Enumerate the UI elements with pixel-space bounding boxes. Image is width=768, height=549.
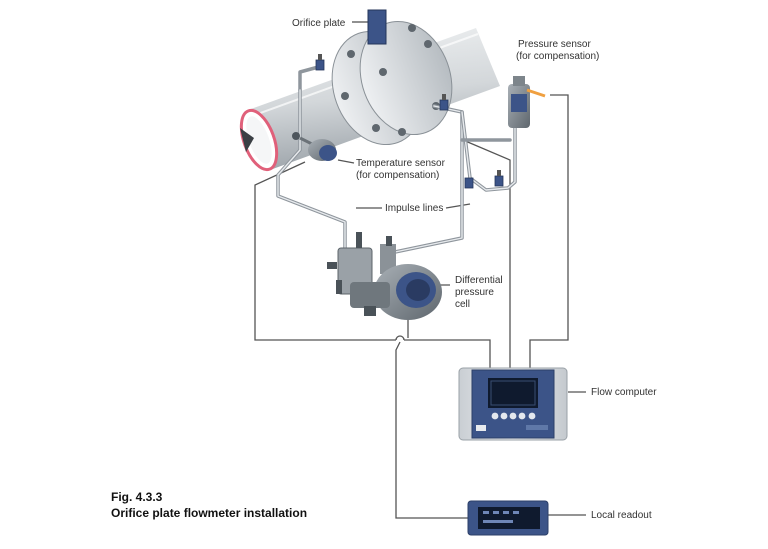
label-orifice-plate: Orifice plate <box>292 18 346 29</box>
local-readout-screen <box>478 507 540 529</box>
orifice-plate-assembly <box>331 9 453 146</box>
flow-direction-arrow <box>240 128 254 152</box>
label-dp-cell-1: Differential <box>455 275 503 286</box>
label-temperature-sensor-1: Temperature sensor <box>356 158 446 169</box>
diagram-labels: Orifice plate Pressure sensor (for compe… <box>292 18 657 521</box>
pressure-sensor-connector <box>526 88 546 98</box>
temperature-sensor <box>292 132 337 161</box>
flow-computer-screen <box>488 378 538 408</box>
label-impulse-lines: Impulse lines <box>385 203 443 214</box>
flow-computer <box>458 367 568 441</box>
label-pressure-sensor-2: (for compensation) <box>516 51 599 62</box>
dp-cell <box>327 232 442 320</box>
label-flow-computer: Flow computer <box>591 387 657 398</box>
label-temperature-sensor-2: (for compensation) <box>356 170 439 181</box>
flow-computer-keypad <box>491 412 536 420</box>
label-local-readout: Local readout <box>591 510 652 521</box>
pressure-sensor <box>508 76 546 128</box>
local-readout <box>467 500 549 536</box>
figure-title: Orifice plate flowmeter installation <box>111 506 308 520</box>
orifice-plate-tab <box>367 9 387 45</box>
figure-number: Fig. 4.3.3 <box>111 490 163 504</box>
impulse-lines <box>276 54 517 254</box>
label-dp-cell-2: pressure <box>455 287 494 298</box>
label-pressure-sensor-1: Pressure sensor <box>518 39 591 50</box>
label-dp-cell-3: cell <box>455 299 470 310</box>
